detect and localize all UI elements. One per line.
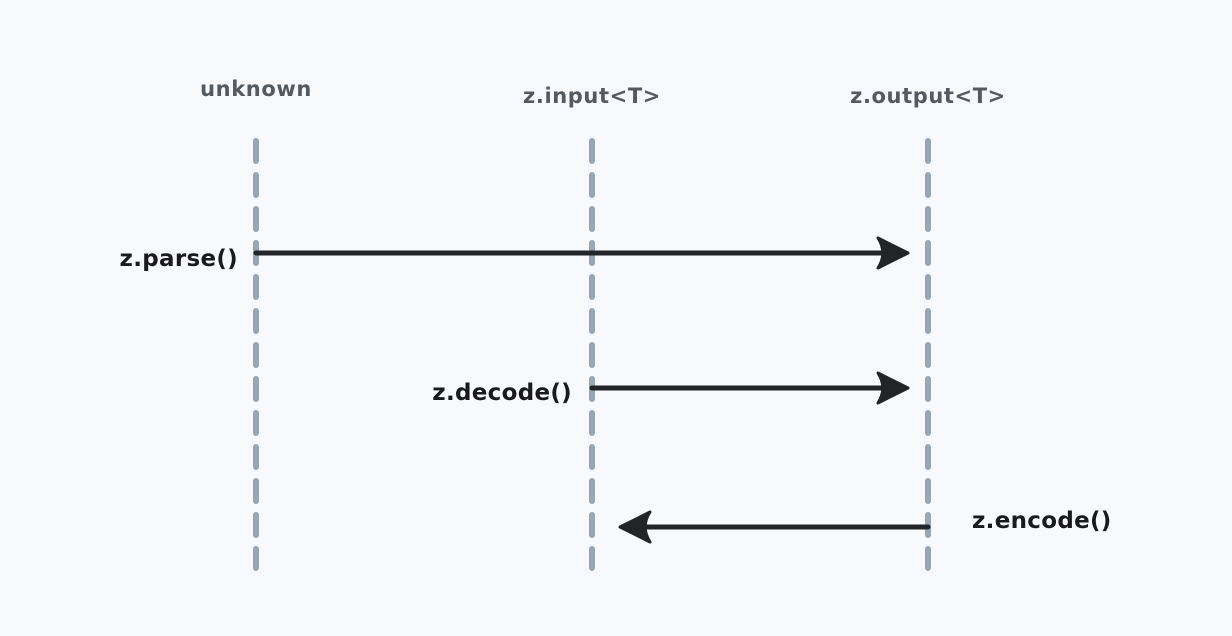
participant-label-z-input: z.input<T> bbox=[523, 84, 661, 108]
participant-label-unknown: unknown bbox=[200, 77, 312, 101]
message-label-z-decode: z.decode() bbox=[432, 380, 572, 406]
arrowhead-z-decode bbox=[876, 371, 910, 405]
arrowhead-z-encode bbox=[618, 510, 652, 544]
message-z-parse bbox=[253, 236, 910, 270]
participant-label-z-output: z.output<T> bbox=[850, 84, 1006, 108]
message-z-decode bbox=[589, 371, 910, 405]
message-z-encode bbox=[618, 510, 931, 544]
lifelines-group bbox=[253, 138, 931, 571]
message-label-z-parse: z.parse() bbox=[119, 246, 238, 272]
message-label-z-encode: z.encode() bbox=[972, 508, 1112, 534]
messages-group bbox=[253, 236, 931, 544]
arrowhead-z-parse bbox=[876, 236, 910, 270]
